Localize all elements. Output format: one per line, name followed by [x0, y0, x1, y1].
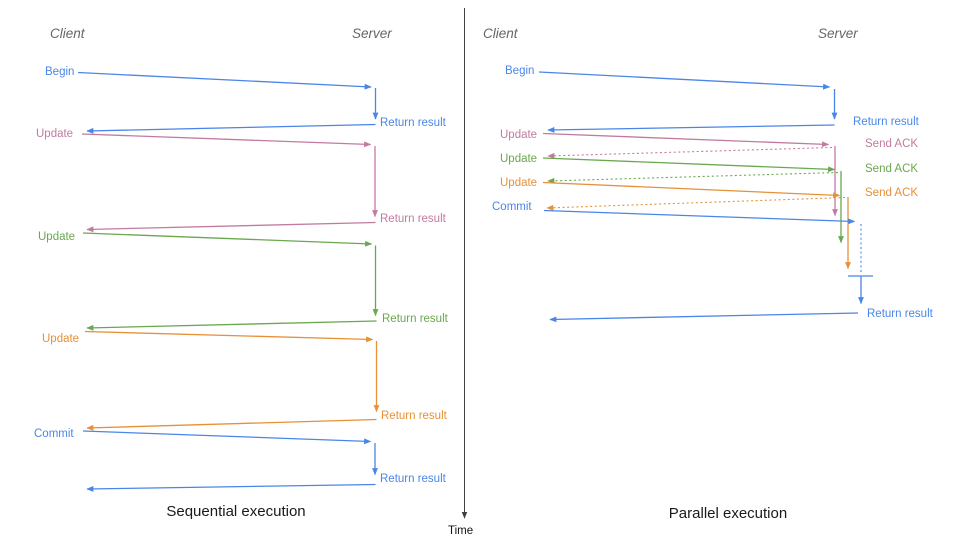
seq-commit-label: Commit [34, 428, 74, 440]
par-begin-label: Begin [505, 65, 534, 77]
par-update3-ack-label: Send ACK [865, 187, 918, 199]
par-update2-label: Update [500, 153, 537, 165]
par-update3-request-arrow [542, 181, 841, 199]
seq-commit-response-arrow [86, 483, 376, 492]
par-commit-response-arrow [549, 312, 859, 323]
time-axis-label: Time [448, 525, 473, 537]
par-update1-ack-arrow [547, 146, 833, 159]
seq-update3-response-arrow [86, 418, 377, 431]
par-commit-request-arrow [543, 209, 856, 225]
par-update2-ack-arrow [547, 171, 839, 184]
seq-update3-response-label: Return result [381, 410, 448, 422]
par-update2-request-arrow [542, 157, 836, 173]
seq-update2-label: Update [38, 231, 75, 243]
parallel-panel: Client Server Begin Return result Update… [483, 26, 934, 522]
seq-begin-response-arrow [86, 123, 376, 134]
par-commit-response-label: Return result [867, 308, 934, 320]
seq-commit-response-label: Return result [380, 473, 447, 485]
par-begin-request-arrow [538, 71, 831, 90]
seq-update2-request-arrow [82, 232, 373, 247]
par-update1-label: Update [500, 129, 537, 141]
sequential-caption: Sequential execution [166, 503, 305, 520]
seq-update2-response-label: Return result [382, 313, 449, 325]
par-update2-ack-label: Send ACK [865, 163, 918, 175]
seq-update1-request-arrow [81, 133, 372, 148]
seq-update1-label: Update [36, 128, 73, 140]
par-commit-label: Commit [492, 201, 532, 213]
seq-update3-request-arrow [84, 330, 374, 343]
seq-commit-request-arrow [82, 430, 372, 445]
time-axis: Time [448, 8, 473, 537]
seq-begin-label: Begin [45, 66, 74, 78]
seq-begin-response-label: Return result [380, 117, 447, 129]
sequential-panel: Client Server Begin Return result Update… [34, 26, 449, 520]
par-update1-ack-label: Send ACK [865, 138, 918, 150]
parallel-caption: Parallel execution [669, 505, 787, 522]
par-begin-response-label: Return result [853, 116, 920, 128]
parallel-server-header: Server [818, 26, 858, 41]
seq-update2-response-arrow [86, 320, 377, 331]
seq-update3-label: Update [42, 333, 79, 345]
parallel-client-header: Client [483, 26, 519, 41]
sequential-server-header: Server [352, 26, 392, 41]
sequential-client-header: Client [50, 26, 86, 41]
par-update3-ack-arrow [546, 196, 846, 211]
par-update1-request-arrow [542, 132, 830, 148]
seq-begin-request-arrow [77, 71, 372, 90]
par-update3-label: Update [500, 177, 537, 189]
seq-update1-response-label: Return result [380, 213, 447, 225]
seq-update1-response-arrow [86, 221, 376, 233]
par-begin-response-arrow [547, 124, 835, 133]
